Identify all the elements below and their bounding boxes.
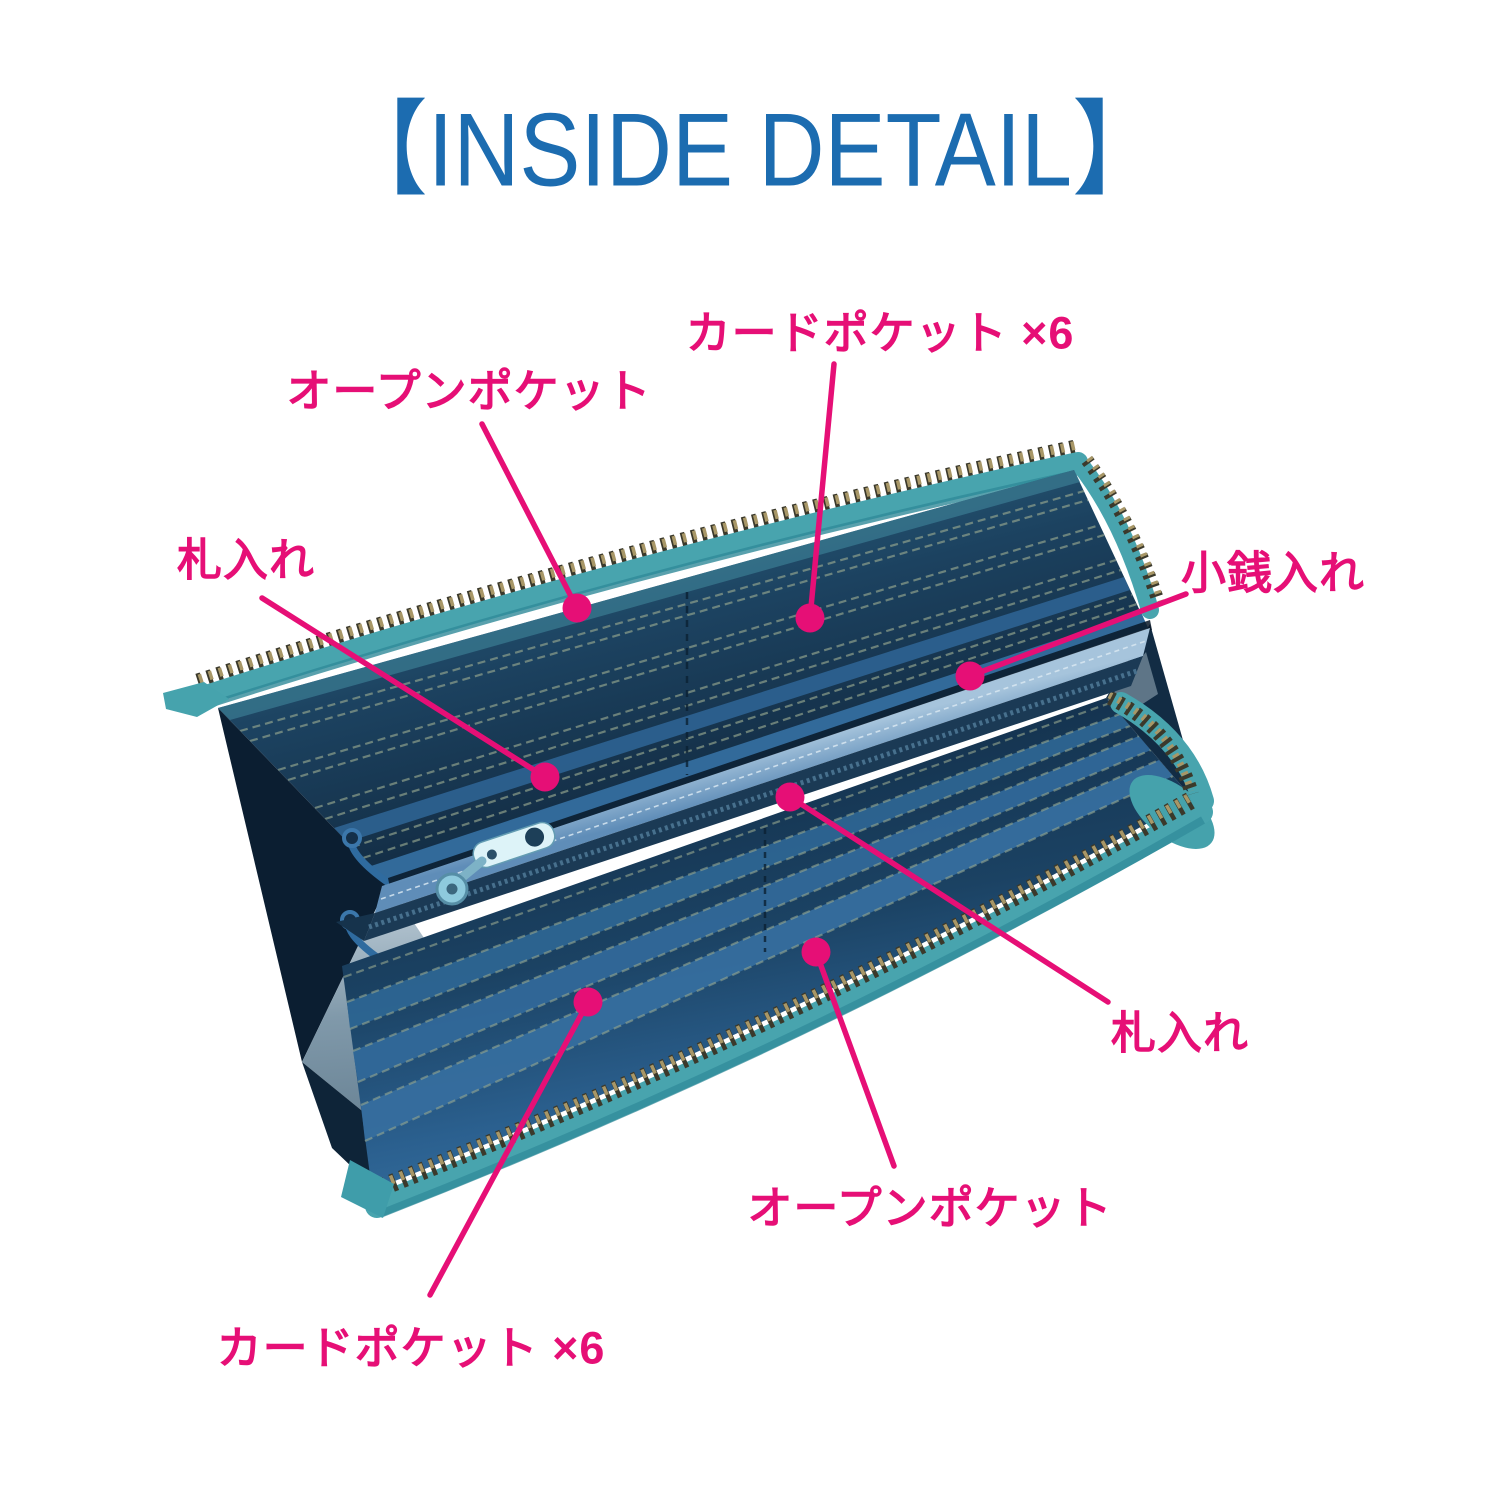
dot-card-pocket-bottom (573, 987, 603, 1017)
leader-card-pocket-top (807, 361, 837, 621)
dot-bill-left (530, 762, 560, 792)
leader-bill-left (259, 595, 548, 780)
leader-open-pocket-top (479, 421, 580, 611)
label-bill-compartment-right: 札入れ (1110, 1007, 1250, 1059)
label-coin-pocket: 小銭入れ (1180, 547, 1366, 599)
leader-bill-right (787, 794, 1111, 1005)
label-card-pocket-bottom: カードポケット ×6 (216, 1322, 606, 1374)
zipper-teeth-top (193, 439, 1088, 709)
label-bill-compartment-left: 札入れ (176, 534, 316, 586)
label-open-pocket-top: オープンポケット (286, 365, 652, 417)
zipper-slider (472, 821, 556, 869)
dot-card-pocket-top (795, 603, 825, 633)
dot-bill-right (775, 782, 805, 812)
leader-open-pocket-bottom (813, 949, 897, 1169)
zipper-teeth-bottom (341, 691, 1215, 1218)
leader-card-pocket-bottom (427, 999, 591, 1298)
label-card-pocket-top: カードポケット ×6 (685, 307, 1075, 359)
dot-coin-pocket (955, 661, 985, 691)
dot-open-pocket-top (562, 593, 592, 623)
leader-coin-pocket (967, 591, 1189, 679)
label-open-pocket-bottom: オープンポケット (747, 1182, 1113, 1234)
zipper-teeth-right (1070, 454, 1166, 619)
dot-open-pocket-bottom (801, 937, 831, 967)
leader-lines (259, 361, 1189, 1298)
page-title: 【INSIDE DETAIL】 (336, 92, 1164, 209)
leader-dots (530, 593, 985, 1017)
